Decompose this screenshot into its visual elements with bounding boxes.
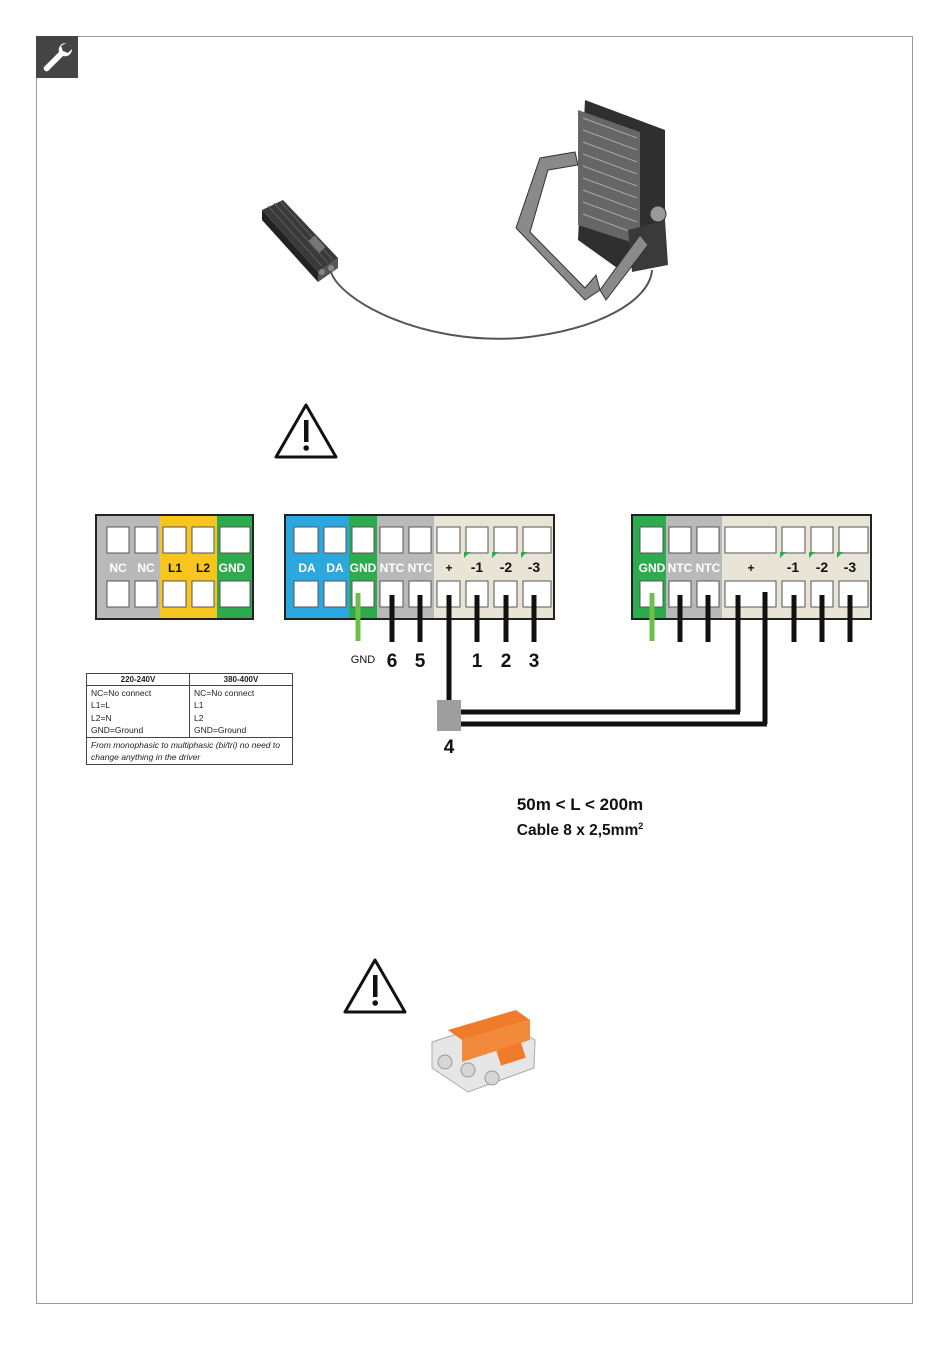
remote-label-gnd: GND xyxy=(639,561,666,575)
driver-label-gnd: GND xyxy=(219,561,246,575)
driver-cell-top xyxy=(192,527,214,553)
remote-cell-top xyxy=(782,527,805,553)
warning-icon xyxy=(276,405,336,457)
warning-icon-2 xyxy=(345,960,405,1012)
wire-label-4: 4 xyxy=(444,737,455,758)
wire-label-gnd: GND xyxy=(351,654,376,666)
remote-label-ntc-1: NTC xyxy=(668,561,693,575)
driver-cell-top xyxy=(163,527,186,553)
lamp-cell-top xyxy=(352,527,374,553)
remote-label-plus: + xyxy=(747,561,754,575)
lamp-cell-top xyxy=(409,527,431,553)
legend-header-220: 220-240V xyxy=(87,674,190,686)
cable-spec: 50m < L < 200m Cable 8 x 2,5mm2 xyxy=(460,795,700,840)
lamp-label-minus-2: -2 xyxy=(500,559,513,575)
remote-cell-top xyxy=(811,527,833,553)
remote-label-ntc-2: NTC xyxy=(696,561,721,575)
legend-cell: L2 xyxy=(194,712,288,724)
lamp-cell-top xyxy=(523,527,551,553)
lamp-label-ntc-2: NTC xyxy=(408,561,433,575)
cable-section: Cable 8 x 2,5mm2 xyxy=(460,821,700,840)
legend-col-220: NC=No connect L1=L L2=N GND=Ground xyxy=(87,686,190,738)
driver-cell-top xyxy=(107,527,129,553)
remote-cell-bottom xyxy=(725,581,776,607)
driver-cell-top xyxy=(220,527,250,553)
remote-cell-top xyxy=(640,527,663,553)
driver-cell-top xyxy=(135,527,157,553)
junction-box-4 xyxy=(437,700,461,731)
remote-cell-bottom xyxy=(839,581,868,607)
cable-length: 50m < L < 200m xyxy=(460,795,700,815)
remote-cell-top xyxy=(725,527,776,553)
lamp-label-da-2: DA xyxy=(326,561,344,575)
voltage-legend-table: 220-240V 380-400V NC=No connect L1=L L2=… xyxy=(86,673,293,765)
driver-label-l2: L2 xyxy=(196,561,210,575)
remote-cell-top xyxy=(839,527,868,553)
legend-cell: L2=N xyxy=(91,712,185,724)
driver-label-nc-1: NC xyxy=(109,561,127,575)
lamp-cell-top xyxy=(437,527,460,553)
lamp-cell-bottom xyxy=(324,581,346,607)
lamp-label-gnd: GND xyxy=(350,561,377,575)
lamp-label-da-1: DA xyxy=(298,561,316,575)
remote-label-minus-3: -3 xyxy=(844,559,857,575)
lamp-label-minus-1: -1 xyxy=(471,559,484,575)
driver-label-nc-2: NC xyxy=(137,561,155,575)
lamp-cell-top xyxy=(294,527,318,553)
legend-col-380: NC=No connect L1 L2 GND=Ground xyxy=(190,686,293,738)
driver-cell-bottom xyxy=(135,581,157,607)
remote-cell-top xyxy=(697,527,719,553)
legend-note: From monophasic to multiphasic (bi/tri) … xyxy=(87,738,293,765)
legend-cell: NC=No connect xyxy=(91,687,185,699)
legend-header-380: 380-400V xyxy=(190,674,293,686)
lamp-cell-bottom xyxy=(352,581,374,607)
driver-cell-bottom xyxy=(163,581,186,607)
lamp-cell-bottom xyxy=(523,581,551,607)
lamp-cell-top xyxy=(380,527,403,553)
cable-section-sup: 2 xyxy=(638,821,643,831)
cable-section-text: Cable 8 x 2,5mm xyxy=(517,822,638,839)
wire-label-5: 5 xyxy=(415,651,426,672)
driver-illustration xyxy=(262,200,338,282)
driver-label-l1: L1 xyxy=(168,561,182,575)
lamp-cell-top xyxy=(494,527,517,553)
driver-cell-bottom xyxy=(192,581,214,607)
lamp-label-minus-3: -3 xyxy=(528,559,541,575)
legend-cell: NC=No connect xyxy=(194,687,288,699)
wire-label-6: 6 xyxy=(387,651,398,672)
driver-cell-bottom xyxy=(220,581,250,607)
wire-label-3: 3 xyxy=(529,651,540,672)
floodlight-illustration xyxy=(516,100,668,300)
wire-label-1: 1 xyxy=(472,651,483,672)
driver-cell-bottom xyxy=(107,581,129,607)
remote-label-minus-1: -1 xyxy=(787,559,800,575)
lamp-cell-top xyxy=(324,527,346,553)
lamp-label-ntc-1: NTC xyxy=(380,561,405,575)
lamp-cell-top xyxy=(466,527,488,553)
lamp-label-plus: + xyxy=(445,561,452,575)
legend-cell: L1 xyxy=(194,699,288,711)
wago-connector-icon xyxy=(432,1010,535,1092)
wire-label-2: 2 xyxy=(501,651,512,672)
legend-cell: L1=L xyxy=(91,699,185,711)
remote-cell-top xyxy=(669,527,691,553)
remote-label-minus-2: -2 xyxy=(816,559,829,575)
legend-cell: GND=Ground xyxy=(91,724,185,736)
connection-cable xyxy=(331,270,652,339)
legend-cell: GND=Ground xyxy=(194,724,288,736)
lamp-cell-bottom xyxy=(294,581,318,607)
